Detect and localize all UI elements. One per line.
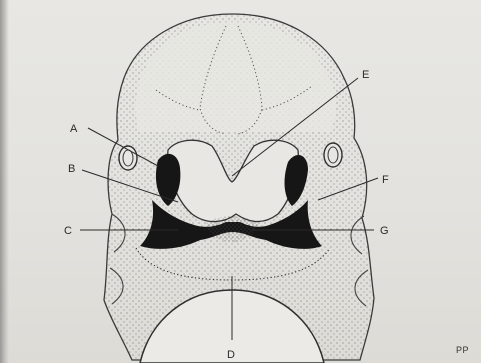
publisher-mark: PP <box>456 345 469 355</box>
label-E: E <box>362 69 369 81</box>
label-C: C <box>64 225 72 237</box>
label-G: G <box>380 225 389 237</box>
label-F: F <box>382 174 389 186</box>
label-B: B <box>68 163 75 175</box>
label-A: A <box>70 123 78 135</box>
label-D: D <box>227 349 235 361</box>
